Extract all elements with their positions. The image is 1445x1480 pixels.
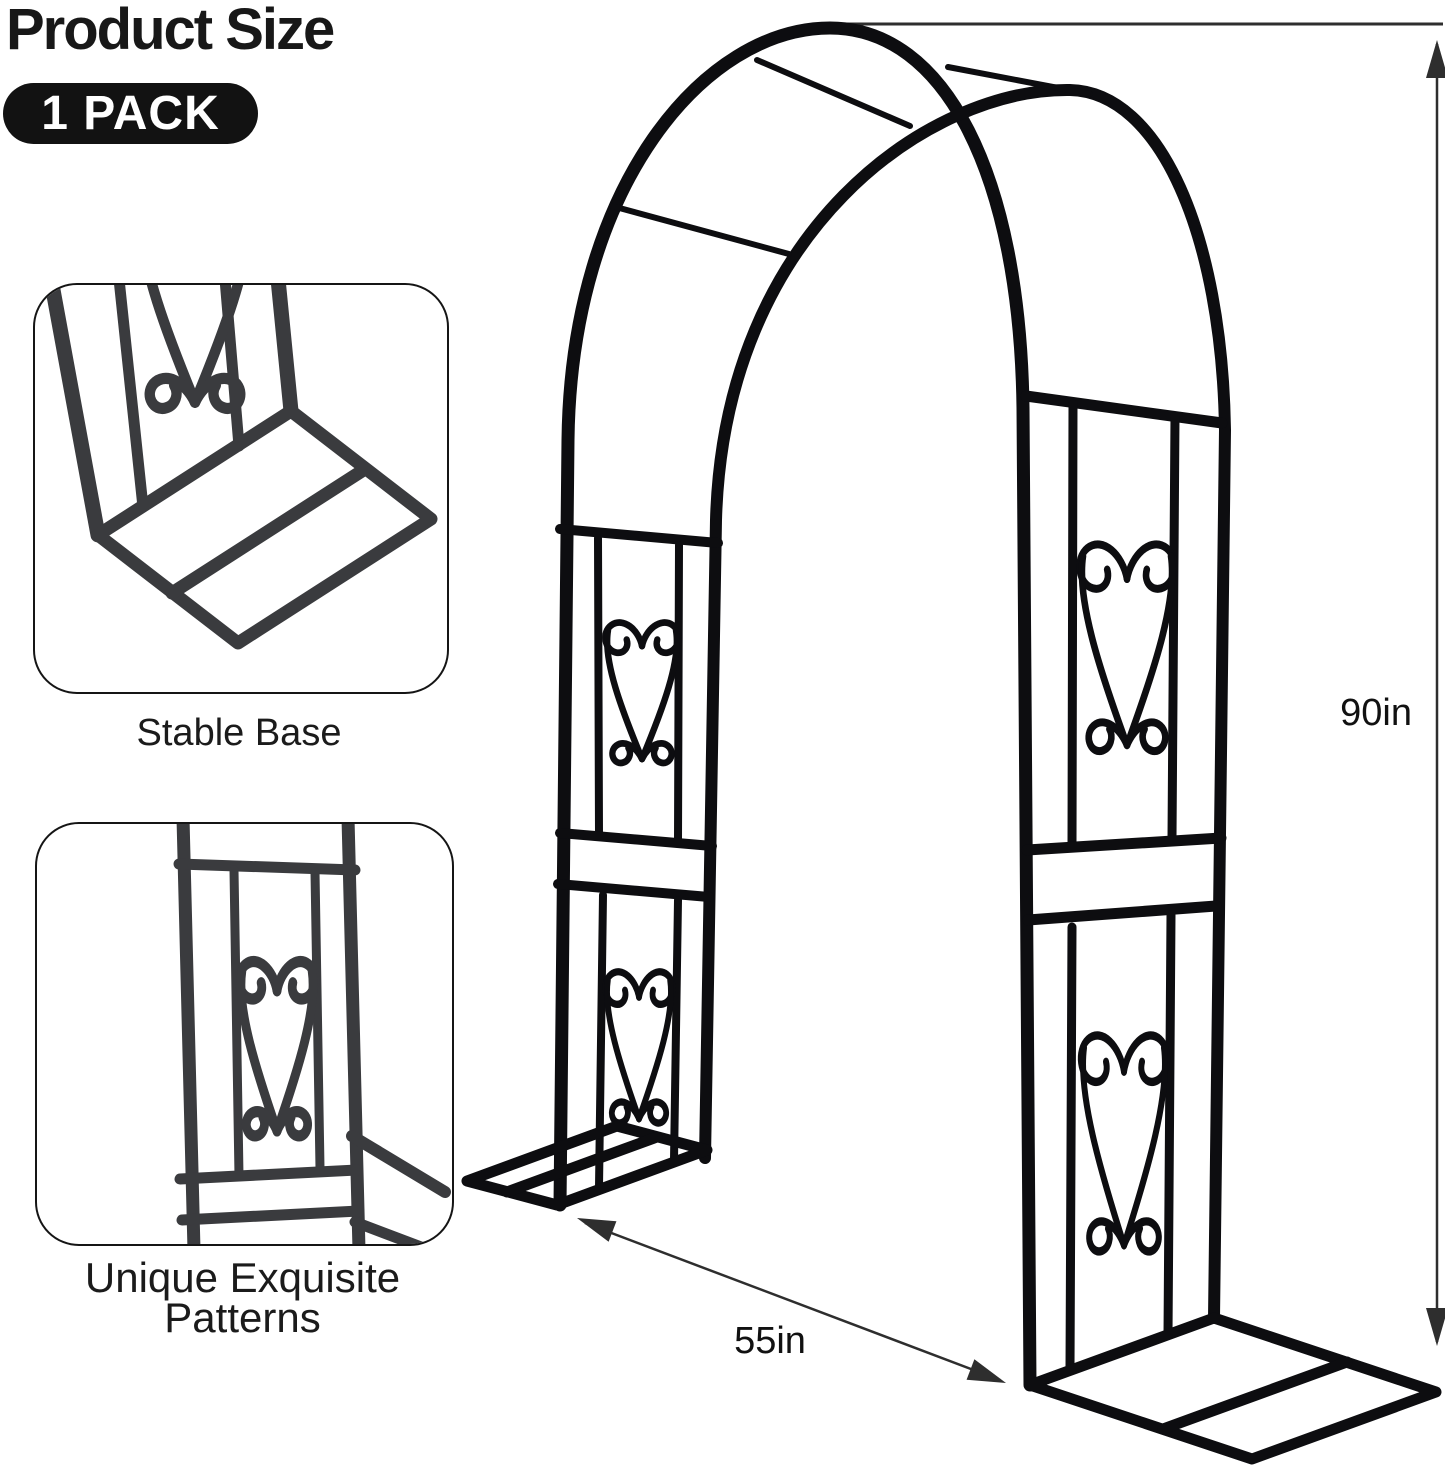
heart-scroll-ornament [605, 972, 672, 1123]
arrow-upleft-icon [577, 1218, 617, 1242]
heart-scroll-ornament [239, 962, 315, 1136]
left-panel-top-bar [555, 524, 723, 548]
right-panel-band [1021, 832, 1227, 856]
page-title: Product Size [6, 0, 335, 62]
left-panel-band [555, 828, 717, 851]
arrow-downright-icon [966, 1359, 1006, 1383]
base-frame [91, 404, 438, 650]
garden-arch [461, 21, 1442, 1465]
left-pillar-panel [553, 524, 723, 1191]
height-dimension-label: 90in [1340, 692, 1412, 734]
right-panel-top-bar [1020, 390, 1228, 429]
right-pillar-panel [1020, 390, 1228, 1374]
width-dimension-line [584, 1221, 1001, 1382]
heart-scroll-ornament [1080, 544, 1175, 751]
arrow-down-icon [1426, 1308, 1445, 1346]
stable-base-drawing [44, 285, 438, 650]
front-arch-tube [553, 21, 1037, 1392]
dimension-annotations [577, 22, 1445, 1383]
heart-scroll-ornament [1081, 1035, 1167, 1251]
left-base-frame [461, 1120, 713, 1211]
arch-cross-ties [609, 57, 1093, 257]
arrowhead-icons [577, 40, 1445, 1383]
pack-count-badge: 1 PACK [3, 83, 258, 144]
inset-stable-base [33, 283, 449, 694]
right-base-frame [1024, 1312, 1442, 1465]
pattern-drawing [173, 824, 451, 1244]
inset-caption-patterns: Unique Exquisite Patterns [84, 1254, 401, 1341]
width-dimension-label: 55in [734, 1320, 806, 1362]
inset-caption-stable-base: Stable Base [136, 712, 342, 754]
arrow-up-icon [1426, 40, 1445, 78]
rear-arch-tube [699, 83, 1231, 1324]
inset-exquisite-patterns [35, 822, 454, 1246]
heart-scroll-ornament [605, 623, 678, 763]
